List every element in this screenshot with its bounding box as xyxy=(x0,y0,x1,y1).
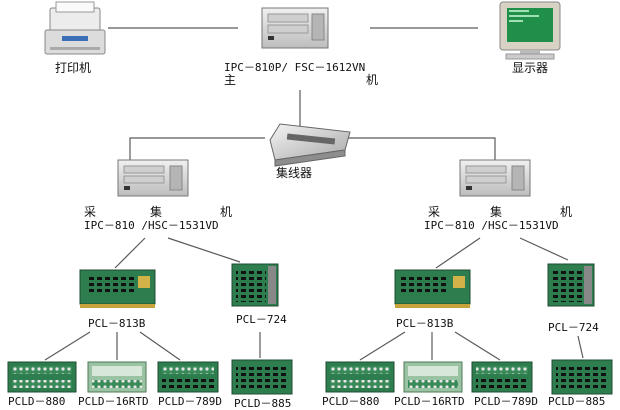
hub-icon xyxy=(269,123,351,167)
c2-board3-link xyxy=(454,331,501,361)
connection-lines xyxy=(44,27,584,361)
terminal-board-icon xyxy=(325,361,395,393)
host-label-zhu: 主 xyxy=(224,73,237,87)
hub-label: 集线器 xyxy=(276,166,313,180)
server-icon xyxy=(261,7,329,49)
pci-card-icon xyxy=(394,269,471,308)
collector2-model: IPC－810 /HSC－1531VD xyxy=(424,219,559,232)
monitor-label: 显示器 xyxy=(512,61,549,75)
collector2-card-b-label: PCL－724 xyxy=(548,321,599,334)
terminal-board-icon xyxy=(231,359,293,395)
collector1-card-a-label: PCL－813B xyxy=(88,317,146,330)
collector2-card-a-link xyxy=(435,237,481,269)
host-label-ji: 机 xyxy=(366,73,379,87)
c2-board1-link xyxy=(359,331,406,361)
collector1-model: IPC－810 /HSC－1531VD xyxy=(84,219,219,232)
collector2-label-cai: 采 xyxy=(428,205,441,219)
c1-board3-link xyxy=(139,331,181,361)
terminal-board-icon xyxy=(471,361,533,393)
terminal-board-icon xyxy=(87,361,147,393)
collector1-card-b-label: PCL－724 xyxy=(236,313,287,326)
hub-collector2-link xyxy=(348,137,496,160)
c1-board1-link xyxy=(44,331,91,361)
terminal-board-icon xyxy=(551,359,613,395)
collector1-card-b-link xyxy=(167,237,241,263)
pci-card-icon xyxy=(79,269,156,308)
printer-icon xyxy=(44,1,106,55)
pci-card-icon xyxy=(231,263,279,307)
c2-board4-label: PCLD－885 xyxy=(548,395,606,408)
server-icon xyxy=(459,159,531,197)
monitor-icon xyxy=(499,1,561,60)
collector2-label-jia: 集 xyxy=(490,205,503,219)
collector2-label-ji: 机 xyxy=(560,205,573,219)
c2-board2-label: PCLD－16RTD xyxy=(394,395,465,408)
c1-board1-label: PCLD－880 xyxy=(8,395,66,408)
c1-board3-label: PCLD－789D xyxy=(158,395,222,408)
terminal-board-icon xyxy=(403,361,463,393)
collector2-card-a-label: PCL－813B xyxy=(396,317,454,330)
c1-board4-label: PCLD－885 xyxy=(234,397,292,410)
printer-label: 打印机 xyxy=(55,61,92,75)
host-model-label: IPC－810P/ FSC－1612VN xyxy=(224,61,366,74)
c2-board3-label: PCLD－789D xyxy=(474,395,538,408)
collector1-label-jia: 集 xyxy=(150,205,163,219)
terminal-board-icon xyxy=(7,361,77,393)
terminal-board-icon xyxy=(157,361,219,393)
c2-board1-label: PCLD－880 xyxy=(322,395,380,408)
hub-collector1-link xyxy=(129,137,265,160)
c2-board4-link xyxy=(577,335,584,359)
c1-board2-label: PCLD－16RTD xyxy=(78,395,149,408)
pci-card-icon xyxy=(547,263,595,307)
collector1-card-a-link xyxy=(114,237,146,269)
server-icon xyxy=(117,159,189,197)
collector1-label-ji: 机 xyxy=(220,205,233,219)
collector2-card-b-link xyxy=(519,237,569,261)
collector1-label-cai: 采 xyxy=(84,205,97,219)
